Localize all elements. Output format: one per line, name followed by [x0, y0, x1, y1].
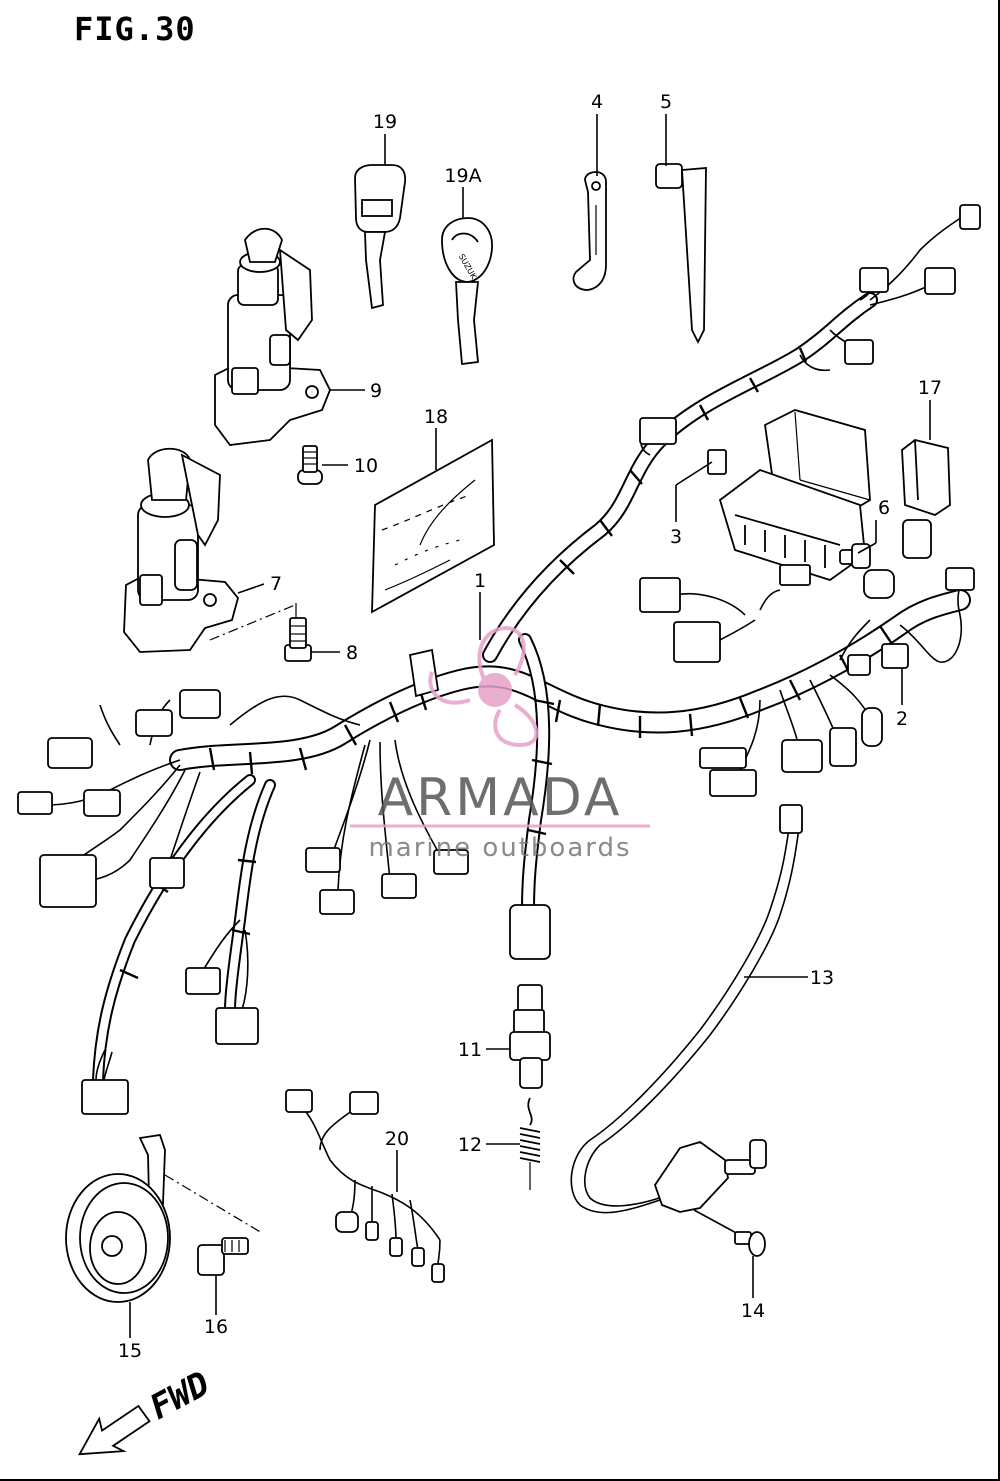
key-19 — [354, 164, 407, 310]
cable-tie-5 — [655, 163, 707, 345]
callout-19: 19 — [373, 111, 397, 133]
sub-harness-20 — [285, 1089, 445, 1283]
relay-17 — [901, 439, 951, 559]
page-border-right — [998, 0, 1000, 1481]
bolt-8 — [284, 603, 312, 662]
callout-5: 5 — [660, 91, 672, 113]
key-19a: SUZUKI — [441, 217, 493, 366]
callout-numbers: 1 2 3 4 5 6 7 8 9 10 11 12 13 14 15 16 1… — [118, 91, 942, 1362]
callout-6: 6 — [878, 497, 890, 519]
screw-10 — [297, 445, 323, 485]
callout-2: 2 — [896, 708, 908, 730]
label-18 — [371, 438, 495, 614]
callout-20: 20 — [385, 1128, 409, 1150]
switch-11 — [509, 984, 551, 1089]
watermark-brand: ARMADA — [378, 768, 623, 828]
watermark-tagline: marine outboards — [368, 833, 631, 863]
callout-7: 7 — [270, 573, 282, 595]
sensor-13 — [570, 804, 803, 1214]
screw-6 — [839, 543, 871, 569]
callout-1: 1 — [474, 570, 486, 592]
callout-16: 16 — [204, 1316, 228, 1338]
ignition-switch-9 — [214, 227, 331, 446]
callout-9: 9 — [370, 380, 382, 402]
armada-watermark: ARMADA marine outboards — [350, 625, 650, 863]
harness-connectors — [17, 204, 981, 1115]
horn-15 — [65, 1133, 263, 1303]
callout-17: 17 — [918, 377, 942, 399]
callout-12: 12 — [458, 1134, 482, 1156]
clamp-4 — [572, 171, 607, 291]
leader-lines — [129, 114, 931, 1338]
forward-arrow: FWD — [78, 1364, 216, 1456]
propeller-logo — [428, 625, 539, 748]
callout-11: 11 — [458, 1039, 482, 1061]
bolt-16 — [197, 1237, 249, 1276]
callout-19a: 19A — [444, 165, 481, 187]
harness-tape-marks — [119, 347, 893, 980]
callout-13: 13 — [810, 967, 834, 989]
callout-14: 14 — [741, 1300, 765, 1322]
page-border-bottom — [0, 1479, 1000, 1481]
callout-8: 8 — [346, 642, 358, 664]
steering-lock-7 — [123, 447, 296, 653]
fwd-label: FWD — [143, 1364, 216, 1428]
callout-10: 10 — [354, 455, 378, 477]
callout-4: 4 — [591, 91, 603, 113]
figure-title: FIG.30 — [74, 10, 196, 48]
callout-3: 3 — [670, 526, 682, 548]
callout-18: 18 — [424, 406, 448, 428]
screw-14 — [693, 1209, 766, 1257]
callout-15: 15 — [118, 1340, 142, 1362]
spring-12 — [519, 1097, 541, 1190]
